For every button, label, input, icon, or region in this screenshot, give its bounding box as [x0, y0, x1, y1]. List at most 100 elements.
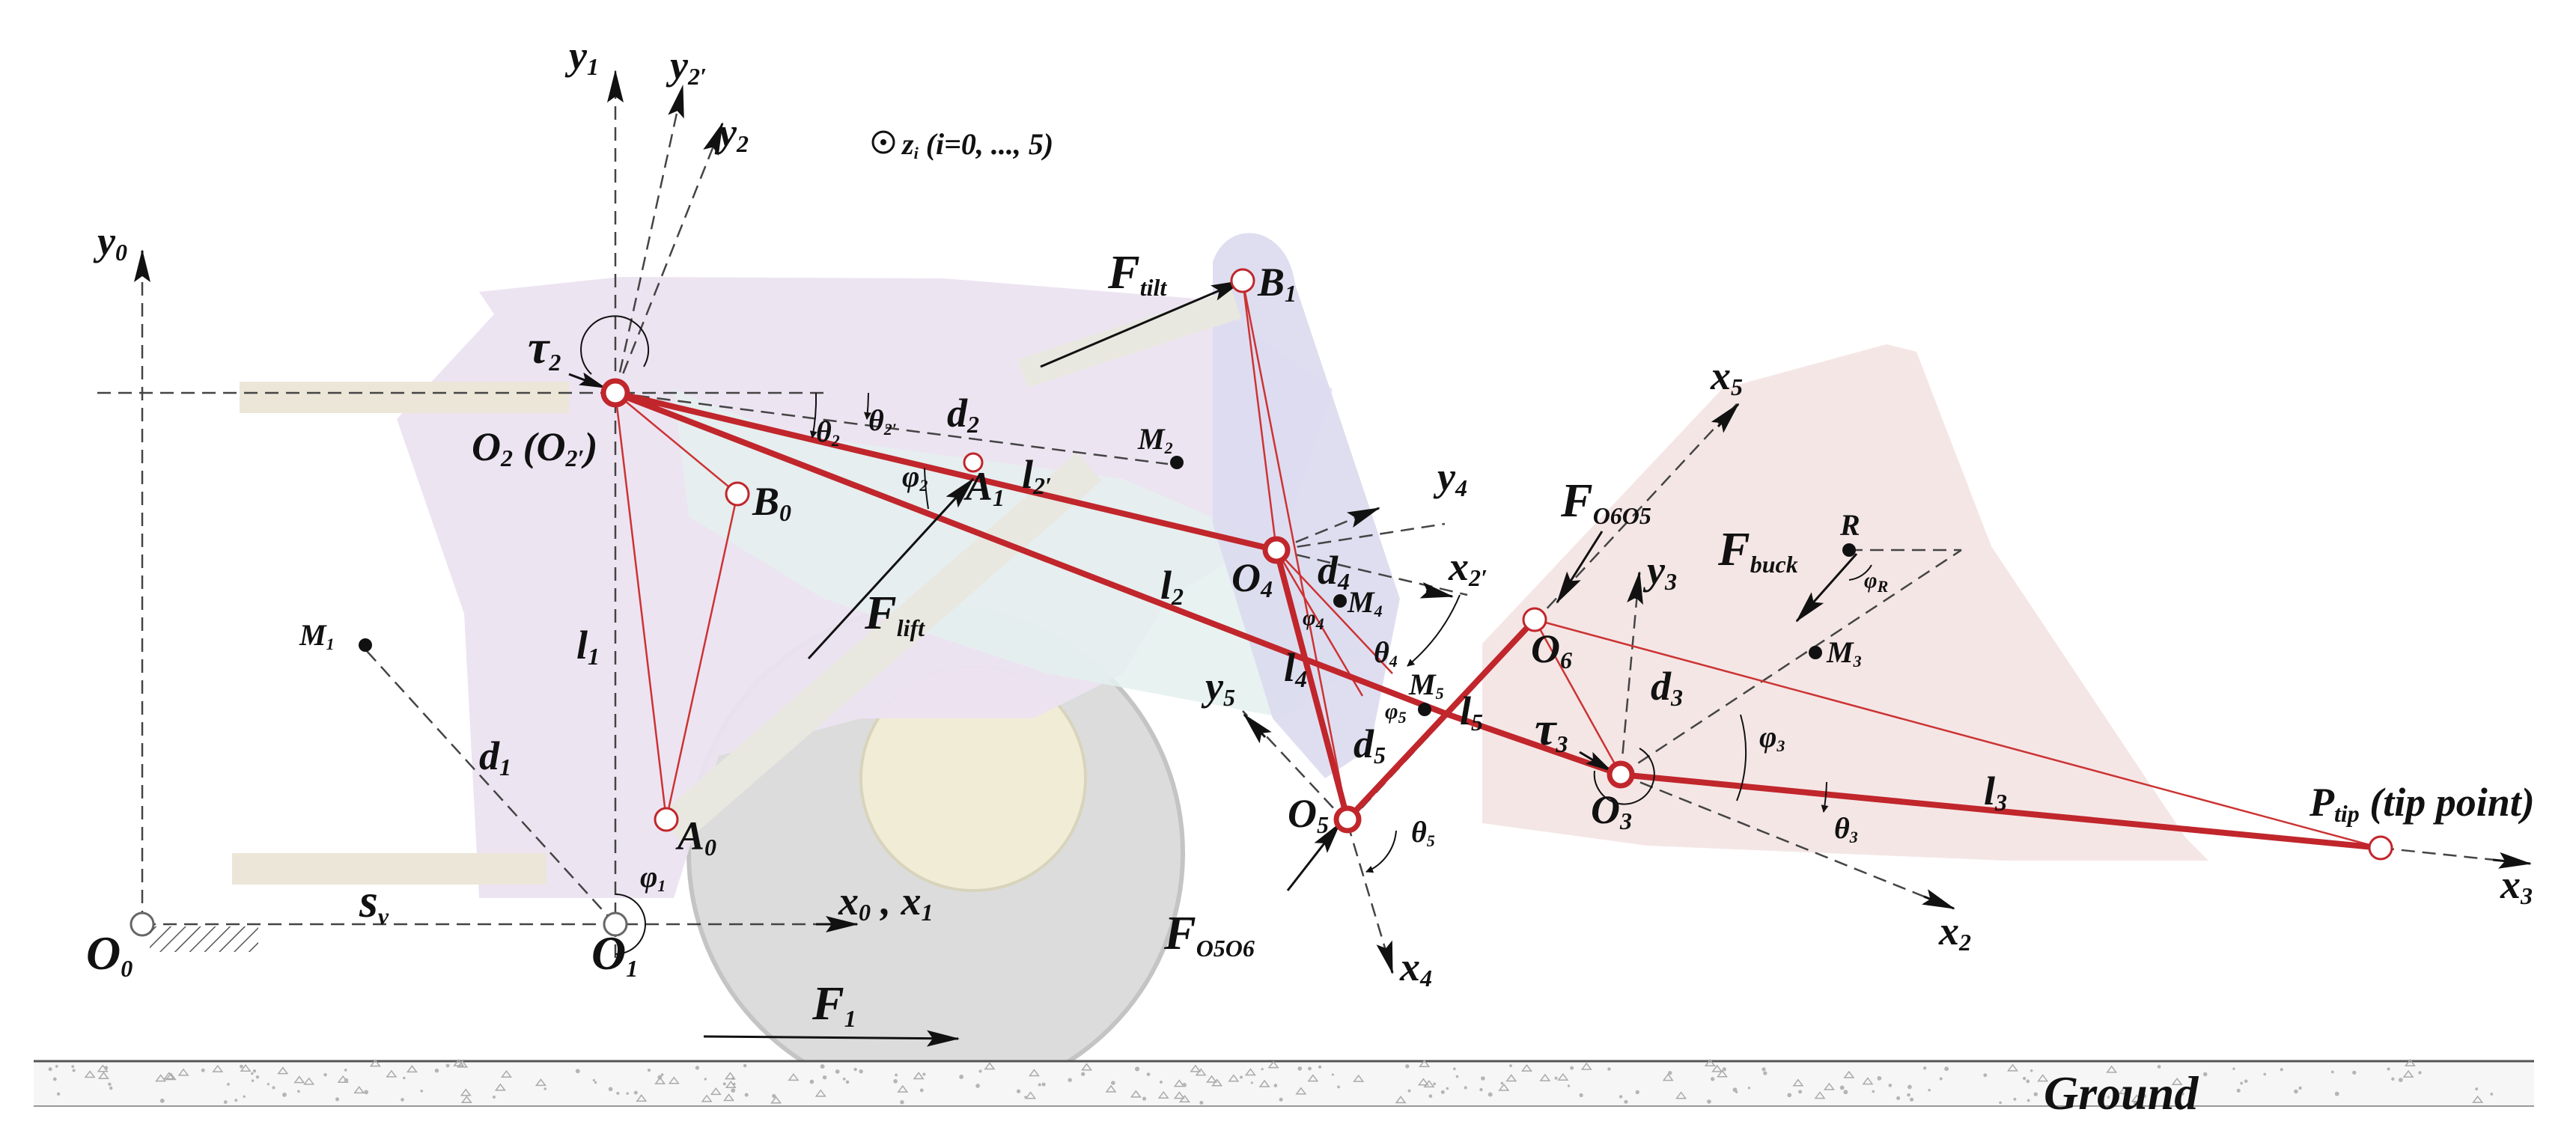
label-l2: l2	[1160, 563, 1184, 610]
ground-grain	[1455, 1075, 1459, 1078]
label-d5: d5	[1354, 721, 1386, 769]
ground-grain	[2334, 1091, 2339, 1096]
ground-grain	[1199, 1101, 1204, 1105]
ground-grain	[494, 1083, 506, 1091]
angle-arcs	[580, 315, 1872, 955]
ground-grain	[1481, 1076, 1485, 1081]
label-phi1: φ1	[640, 860, 666, 895]
ground-grain	[71, 1065, 75, 1069]
ground-grain	[303, 1077, 315, 1085]
mass-m3	[1809, 646, 1822, 659]
ground-grain	[535, 1078, 546, 1087]
ground-grain	[1862, 1077, 1874, 1085]
ground-grain	[1500, 1081, 1504, 1085]
ground-grain	[1407, 1089, 1411, 1093]
ground-grain	[608, 1087, 613, 1092]
ground-grain	[1792, 1078, 1804, 1087]
label-p-tip: Ptip (tip point)	[2309, 780, 2535, 827]
ground-grain	[344, 1069, 347, 1072]
ground-grain	[1579, 1093, 1583, 1098]
ground-grain	[103, 1066, 109, 1070]
ground-grain	[978, 1069, 982, 1073]
ground-grain	[1428, 1094, 1433, 1099]
ground-grain	[2387, 1067, 2390, 1071]
ground-grain	[272, 1086, 275, 1090]
ground-grain	[2107, 1096, 2110, 1099]
ground-grain	[1273, 1084, 1278, 1087]
ground-grain	[1907, 1084, 1912, 1090]
label-o3: O3	[1591, 787, 1632, 834]
ground-grain	[460, 1096, 472, 1104]
label-phi3: φ3	[1759, 720, 1785, 755]
ground-grain	[255, 1075, 260, 1079]
joints	[130, 130, 2393, 952]
x5-arrow	[1711, 403, 1740, 433]
ground-grain	[163, 1072, 175, 1080]
ground-grain	[2418, 1071, 2422, 1075]
label-b1: B1	[1257, 260, 1297, 307]
ground-grain	[251, 1079, 255, 1082]
x2p-arrow	[1419, 581, 1454, 599]
ground-grain	[809, 1079, 814, 1084]
ground-grain	[369, 1059, 381, 1067]
label-tau3: τ3	[1535, 702, 1568, 757]
ground-grain	[2404, 1058, 2416, 1066]
label-l4: l4	[1284, 645, 1307, 692]
ground-grain	[1307, 1074, 1319, 1082]
ground-grain	[1038, 1083, 1041, 1087]
joint-a0	[654, 807, 679, 832]
ground-grain	[1417, 1078, 1429, 1086]
ground-grain	[1787, 1093, 1792, 1098]
label-y2-prime: y2′	[666, 43, 707, 90]
ground-grain	[2263, 1072, 2267, 1076]
ground-grain	[1704, 1058, 1716, 1066]
ground-grain	[2280, 1068, 2283, 1072]
ground-grain	[1843, 1070, 1855, 1078]
ground-grain	[1297, 1066, 1303, 1071]
ground-grain	[364, 1090, 369, 1095]
ground-grain	[616, 1091, 620, 1096]
ground-grain	[853, 1067, 857, 1072]
label-x3: x3	[2500, 862, 2533, 909]
ground-grain	[919, 1088, 924, 1093]
label-phi2: φ2	[902, 459, 928, 495]
label-o1: O1	[591, 926, 638, 982]
ground-grain	[731, 1088, 736, 1093]
ground-grain	[2131, 1094, 2143, 1102]
label-o6: O6	[1531, 626, 1572, 674]
ground-grain	[2180, 1091, 2184, 1096]
joint-o0	[130, 911, 155, 937]
ground-grain	[1068, 1078, 1072, 1082]
label-d2: d2	[947, 391, 979, 438]
label-a1: A1	[963, 464, 1005, 511]
ground-grain	[155, 1074, 167, 1082]
ground-grain	[626, 1092, 629, 1095]
ground-grain	[723, 1093, 735, 1102]
label-l5: l5	[1460, 688, 1483, 736]
bucket-shape	[1482, 344, 2208, 861]
lift-cylinder-shape	[658, 452, 1102, 844]
ground-grain	[1539, 1073, 1551, 1081]
ground-grain	[1999, 1101, 2002, 1105]
ground-grain	[386, 1069, 398, 1078]
ground-grain	[2202, 1072, 2208, 1077]
ground-grain	[1732, 1087, 1738, 1093]
ground-grain	[1353, 1074, 1365, 1082]
ground-grain	[913, 1072, 925, 1080]
ground-grain	[1763, 1071, 1767, 1075]
ground-grain	[1888, 1084, 1893, 1087]
ground-grain	[1567, 1084, 1571, 1087]
ground-grain	[353, 1086, 365, 1094]
ground-grain	[2118, 1087, 2130, 1095]
ground-grain	[743, 1063, 747, 1068]
ground-grain	[2391, 1077, 2395, 1081]
ground-grain	[704, 1078, 707, 1081]
ground-grain	[1896, 1096, 1901, 1100]
label-a0: A0	[675, 813, 716, 861]
ground-grain	[1228, 1074, 1240, 1082]
ground-grain	[1619, 1095, 1623, 1099]
label-d4: d4	[1318, 548, 1350, 595]
ground-grain	[1909, 1097, 1914, 1102]
ground-grain	[1923, 1066, 1927, 1070]
ground-grain	[56, 1092, 61, 1096]
